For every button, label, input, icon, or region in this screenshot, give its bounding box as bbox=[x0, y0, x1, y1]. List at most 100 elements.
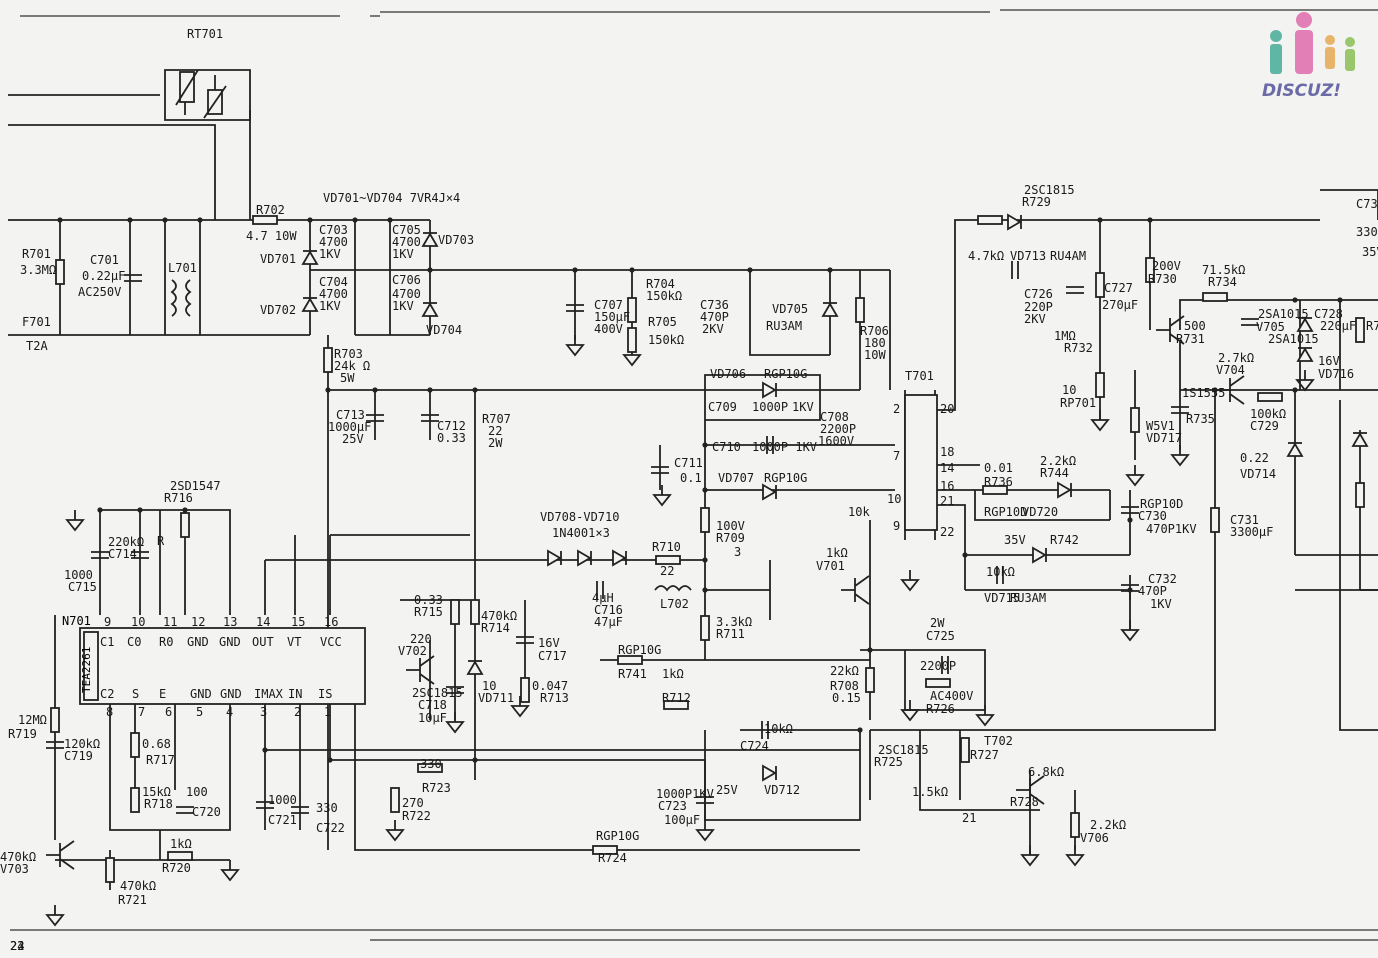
component-label: R7 bbox=[1366, 319, 1378, 333]
capacitor-symbol bbox=[516, 636, 534, 644]
ic-pin-label: S bbox=[132, 687, 139, 701]
component-label: 150μF bbox=[594, 310, 630, 324]
capacitor-symbol bbox=[91, 551, 109, 559]
ground-symbol bbox=[510, 696, 530, 718]
component-label: VD707 bbox=[718, 471, 754, 485]
capacitor-symbol bbox=[256, 801, 274, 809]
component-label: R712 bbox=[662, 691, 691, 705]
ground-symbol bbox=[1120, 620, 1140, 642]
component-label: 0.15 bbox=[832, 691, 861, 705]
component-label: C723 bbox=[658, 799, 687, 813]
component-label: 10W bbox=[864, 348, 886, 362]
component-label: C721 bbox=[268, 813, 297, 827]
component-label: 150kΩ bbox=[646, 289, 682, 303]
component-label: 25V bbox=[716, 783, 738, 797]
component-label: C715 bbox=[68, 580, 97, 594]
resistor-symbol bbox=[1355, 317, 1365, 343]
component-label: R735 bbox=[1186, 412, 1215, 426]
diode-symbol bbox=[1286, 442, 1304, 457]
ic-pin-label: E bbox=[159, 687, 166, 701]
component-label: 2W bbox=[930, 616, 945, 630]
resistor-symbol bbox=[105, 857, 115, 883]
component-label: 1000P1KV bbox=[656, 787, 714, 801]
resistor-symbol bbox=[592, 845, 618, 855]
resistor-symbol bbox=[50, 707, 60, 733]
component-label: VD712 bbox=[764, 783, 800, 797]
component-label: 10 bbox=[482, 679, 496, 693]
component-label: 270 bbox=[402, 796, 424, 810]
transistor-symbol bbox=[1216, 375, 1245, 405]
component-label: RP701 bbox=[1060, 396, 1096, 410]
component-label: 4.7 10W bbox=[246, 229, 297, 243]
component-label: 35V bbox=[1004, 533, 1026, 547]
diode-symbol bbox=[821, 302, 839, 317]
junction-dot bbox=[1292, 387, 1298, 393]
thermistor-symbol bbox=[175, 69, 227, 119]
diode-symbol bbox=[1057, 481, 1072, 499]
component-label: C703 bbox=[319, 223, 348, 237]
component-label: C728 bbox=[1314, 307, 1343, 321]
component-label: 1KV bbox=[319, 247, 341, 261]
component-label: 100μF bbox=[664, 813, 700, 827]
ic-pin-label: IMAX bbox=[254, 687, 284, 701]
component-label: C713 bbox=[336, 408, 365, 422]
junction-dot bbox=[262, 747, 268, 753]
capacitor-symbol bbox=[446, 686, 464, 694]
ic-pin-label: VCC bbox=[320, 635, 342, 649]
component-label: C727 bbox=[1104, 281, 1133, 295]
component-label: C726 bbox=[1024, 287, 1053, 301]
resistor-symbol bbox=[417, 763, 443, 773]
component-label: 1KV bbox=[1150, 597, 1172, 611]
component-label: 120kΩ bbox=[64, 737, 100, 751]
diode-symbol bbox=[301, 297, 319, 312]
component-label: 2SA1015 bbox=[1268, 332, 1319, 346]
junction-dot bbox=[1212, 387, 1218, 393]
component-label: 2SC1815 bbox=[1024, 183, 1075, 197]
component-label: R741 bbox=[618, 667, 647, 681]
component-label: 1000P 1KV bbox=[752, 440, 817, 454]
diode-symbol bbox=[466, 660, 484, 675]
component-label: 330 bbox=[420, 757, 442, 771]
component-label: 470P1KV bbox=[1146, 522, 1197, 536]
component-label: RU3AM bbox=[1010, 591, 1046, 605]
component-label: R706 bbox=[860, 324, 889, 338]
junction-dot bbox=[327, 757, 333, 763]
resistor-symbol bbox=[1202, 292, 1228, 302]
ic-pin-number: 6 bbox=[165, 705, 172, 719]
capacitor-symbol bbox=[761, 721, 769, 739]
component-label: 0.33 bbox=[414, 593, 443, 607]
component-label: 330 bbox=[316, 801, 338, 815]
junction-dot bbox=[572, 267, 578, 273]
component-label: VD714 bbox=[1240, 467, 1276, 481]
component-label: 1N4001×3 bbox=[552, 526, 610, 540]
ic-pin-number: 2 bbox=[294, 705, 301, 719]
ic-pin-number: 15 bbox=[291, 615, 305, 629]
component-label: 470P bbox=[1138, 584, 1167, 598]
component-label: C722 bbox=[316, 821, 345, 835]
component-label: R702 bbox=[256, 203, 285, 217]
ic-name-box bbox=[83, 631, 99, 701]
component-label: 2SC1815 bbox=[412, 686, 463, 700]
watermark-text: DISCUZ! bbox=[1262, 81, 1341, 101]
component-label: 1000P bbox=[752, 400, 788, 414]
component-label: 10kΩ bbox=[986, 565, 1015, 579]
diode-symbol bbox=[1351, 432, 1369, 447]
component-label: R728 bbox=[1010, 795, 1039, 809]
junction-dot bbox=[372, 387, 378, 393]
junction-dot bbox=[137, 507, 143, 513]
component-label: RGP10G bbox=[764, 367, 807, 381]
transformer-pin: 22 bbox=[940, 525, 954, 539]
transformer-pin: 2 bbox=[893, 402, 900, 416]
resistor-symbol bbox=[130, 787, 140, 813]
junction-dot bbox=[472, 387, 478, 393]
component-label: 220kΩ bbox=[108, 535, 144, 549]
junction-dot bbox=[702, 557, 708, 563]
component-label: RGP10G bbox=[596, 829, 639, 843]
component-label: 2200P bbox=[920, 659, 956, 673]
component-label: VD716 bbox=[1318, 367, 1354, 381]
component-label: L702 bbox=[660, 597, 689, 611]
component-label: 22 bbox=[660, 564, 674, 578]
capacitor-symbol bbox=[1171, 406, 1189, 414]
ic-pin-label: GND bbox=[187, 635, 209, 649]
resistor-symbol bbox=[252, 215, 278, 225]
